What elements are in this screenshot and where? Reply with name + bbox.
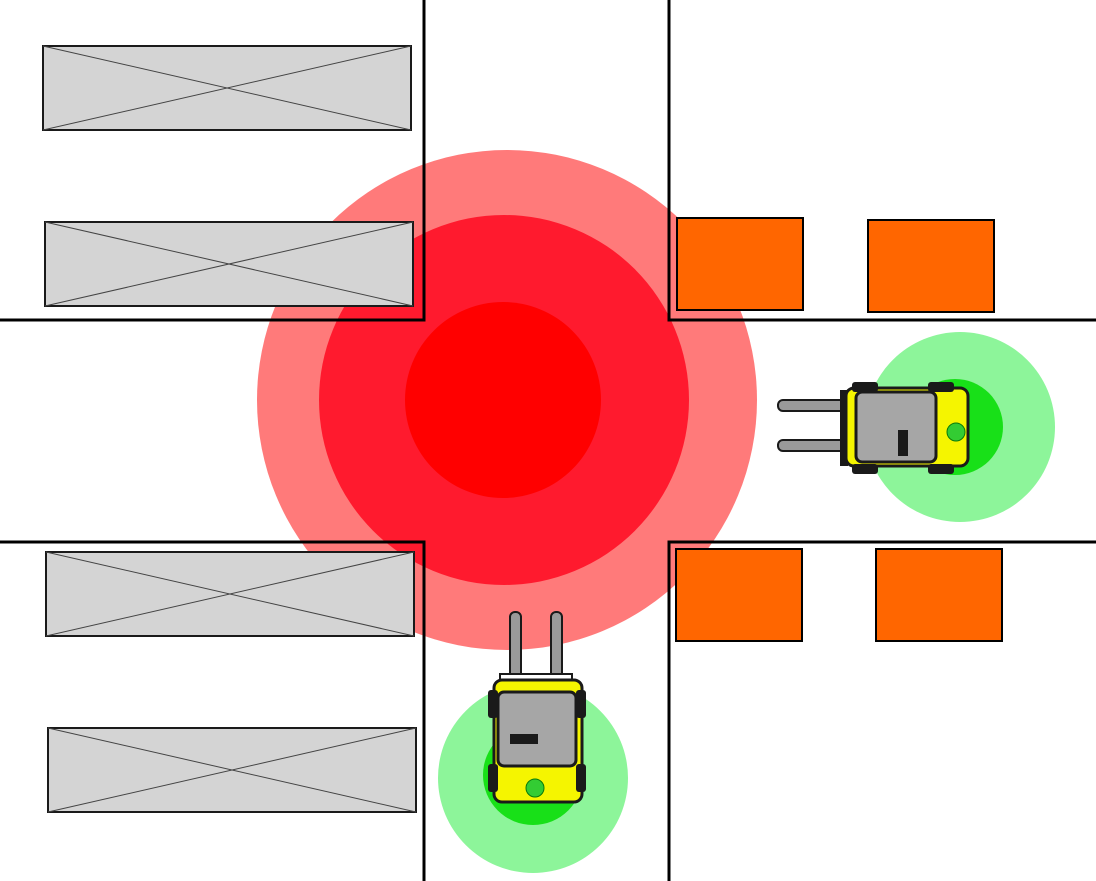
status-light xyxy=(525,778,545,798)
status-light xyxy=(946,422,966,442)
pallet xyxy=(875,548,1003,642)
forklift-vehicle xyxy=(488,611,586,804)
forklift-south xyxy=(438,611,628,873)
wall-bottom-left xyxy=(0,540,426,881)
storage-rack xyxy=(47,727,417,813)
wheel xyxy=(852,382,878,392)
seat-bar xyxy=(510,734,538,744)
wheel xyxy=(488,764,498,792)
wall-top-left xyxy=(0,0,426,322)
pallets xyxy=(675,217,1003,642)
wheel xyxy=(576,690,586,718)
danger-zone-core xyxy=(405,302,601,498)
storage-rack xyxy=(42,45,412,131)
fork-tine xyxy=(550,611,563,683)
wheel xyxy=(928,382,954,392)
pallet xyxy=(676,217,804,311)
wheel xyxy=(488,690,498,718)
storage-rack xyxy=(44,221,414,307)
fork-tine xyxy=(509,611,522,683)
wall-top-right xyxy=(667,0,1096,322)
pallet xyxy=(675,548,803,642)
storage-rack xyxy=(45,551,415,637)
wheel xyxy=(852,464,878,474)
wheel xyxy=(928,464,954,474)
wheel xyxy=(576,764,586,792)
forklift-east xyxy=(777,332,1055,522)
fork-tine xyxy=(777,399,849,412)
forklift-cabin xyxy=(854,390,938,464)
storage-racks xyxy=(42,45,417,813)
seat-bar xyxy=(898,430,908,456)
fork-mast xyxy=(840,390,848,466)
fork-tine xyxy=(777,439,849,452)
wall-bottom-right xyxy=(667,540,1096,881)
pallet xyxy=(867,219,995,313)
forklift-cabin xyxy=(496,690,578,768)
forklift-vehicle xyxy=(777,382,970,474)
